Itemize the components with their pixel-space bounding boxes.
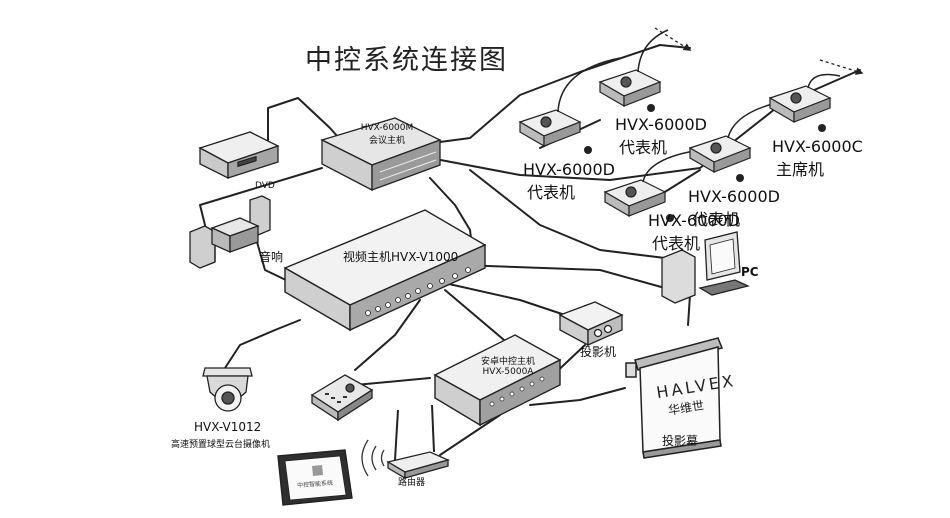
wifi-signal <box>361 439 385 477</box>
extension-arrows <box>654 27 864 75</box>
pc-label: PC <box>741 265 759 279</box>
unit-label-2: HVX-6000D 代表机 <box>615 115 707 158</box>
audio-label: 音响 <box>259 250 284 264</box>
unit-1 <box>518 57 621 148</box>
cable-video-pc <box>469 169 666 259</box>
unit-label-5: HVX-6000C 主席机 <box>772 137 863 180</box>
camera-model-label: HVX-V1012 <box>194 420 262 434</box>
unit-4-role: 代表机 <box>691 210 740 229</box>
router-device <box>386 404 450 480</box>
projector-screen-device <box>625 337 724 459</box>
unit-3 <box>603 149 701 218</box>
unit-5 <box>768 73 841 124</box>
diagram-title: 中控系统连接图 <box>305 45 508 76</box>
audio-device <box>189 195 271 269</box>
unit-label-4: HVX-6000D 代表机 <box>688 187 780 230</box>
headphones <box>584 104 826 222</box>
router-label: 路由器 <box>398 478 426 488</box>
cable-unit-link-b <box>659 169 701 196</box>
unit-1-model: HVX-6000D <box>523 160 615 179</box>
unit-1-role: 代表机 <box>526 183 575 202</box>
unit-5-role: 主席机 <box>775 160 824 179</box>
tablet-device <box>277 449 353 506</box>
central-host-name: 安卓中控主机 <box>480 357 535 367</box>
cable-audio-video <box>254 234 291 283</box>
controller-keypad <box>310 374 374 422</box>
cable-host-audio <box>199 167 323 226</box>
central-host-device <box>433 334 562 427</box>
screen-label: 投影幕 <box>662 434 699 448</box>
video-host-device <box>283 209 487 332</box>
unit-2-model: HVX-6000D <box>615 115 707 134</box>
unit-3-role: 代表机 <box>651 234 700 253</box>
cable-video-screen <box>459 264 691 326</box>
camera-name-label: 高速预置球型云台摄像机 <box>171 440 271 450</box>
unit-2-role: 代表机 <box>618 138 667 157</box>
projector-device <box>558 301 624 347</box>
conference-host-label: HVX-6000M 会议主机 <box>359 123 415 146</box>
projector-label: 投影机 <box>580 345 617 359</box>
conference-units <box>518 29 841 222</box>
unit-5-model: HVX-6000C <box>772 137 863 156</box>
unit-4 <box>688 99 791 174</box>
central-host-model: HVX-5000A <box>482 367 534 377</box>
cable-video-camera <box>224 319 301 369</box>
dvd-label: DVD <box>255 181 275 191</box>
central-host-label: 安卓中控主机 HVX-5000A <box>476 354 540 377</box>
cable-video-projector <box>439 281 566 316</box>
unit-4-model: HVX-6000D <box>688 187 780 206</box>
cable-chain-upper <box>439 44 691 143</box>
pc-device <box>661 231 750 304</box>
cable-central-screen <box>529 387 626 406</box>
dvd-device <box>198 131 280 180</box>
conference-host-device <box>320 117 442 192</box>
cables <box>199 44 861 456</box>
cable-dvd-host <box>267 97 346 163</box>
cable-controller-central <box>354 377 431 386</box>
conference-host-model: HVX-6000M <box>360 123 414 133</box>
cable-central-router <box>439 414 501 456</box>
unit-2 <box>598 29 669 108</box>
cable-video-controller <box>354 299 421 371</box>
camera-device <box>202 367 253 412</box>
video-host-label: 视频主机HVX-V1000 <box>343 250 459 264</box>
conference-host-name: 会议主机 <box>368 136 405 146</box>
unit-label-1: HVX-6000D 代表机 <box>523 160 615 203</box>
